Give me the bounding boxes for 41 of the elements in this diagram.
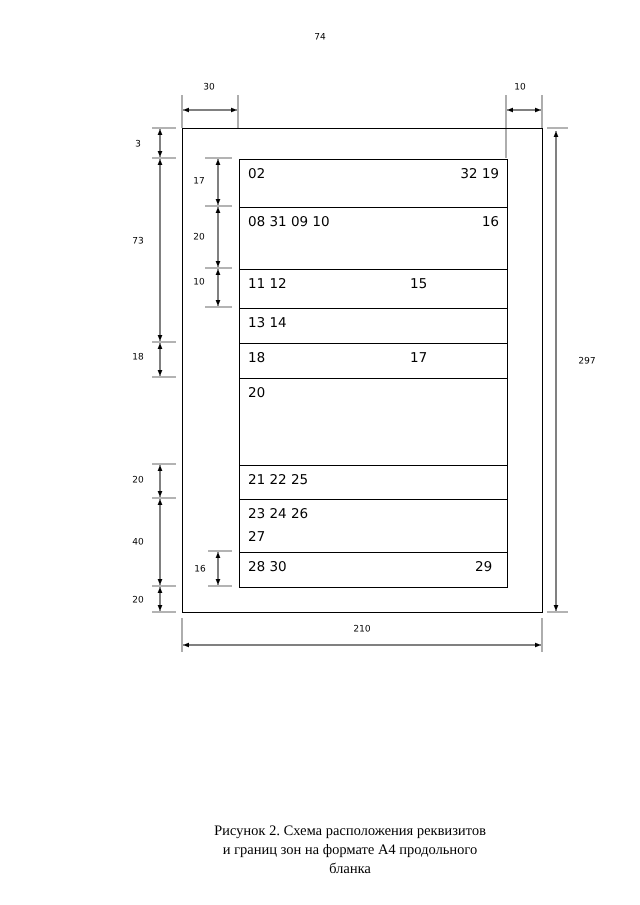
zone-row	[239, 308, 508, 344]
zone-row	[239, 159, 508, 208]
field-numbers: 29	[475, 558, 492, 576]
zone-row	[239, 207, 508, 270]
zone-row	[239, 378, 508, 466]
zone-row	[239, 552, 508, 588]
field-numbers: 08 31 09 10	[248, 213, 330, 231]
dimension-label: 10	[514, 82, 526, 94]
dimension-label: 20	[132, 476, 144, 486]
field-numbers: 21 22 25	[248, 471, 308, 489]
zone-row	[239, 269, 508, 309]
field-numbers: 13 14	[248, 314, 287, 332]
field-numbers: 17	[410, 349, 428, 367]
field-numbers: 23 24 26	[248, 505, 308, 523]
dimension-label: 210	[353, 624, 371, 636]
field-numbers: 18	[248, 349, 266, 367]
dimension-label: 40	[132, 538, 144, 548]
figure-caption: Рисунок 2. Схема расположения реквизитов и границ зон на формате А4 продольного бланка	[213, 822, 487, 879]
dimension-label: 20	[193, 232, 205, 244]
page-outline	[182, 128, 543, 613]
field-numbers: 32 19	[460, 165, 499, 183]
page-number: 74	[314, 32, 326, 44]
field-numbers: 11 12	[248, 275, 287, 293]
dimension-label: 20	[132, 596, 144, 606]
field-numbers: 15	[410, 275, 428, 293]
dimension-label: 30	[203, 82, 215, 94]
zone-row	[239, 343, 508, 379]
dimension-label: 16	[194, 564, 206, 576]
field-numbers: 20	[248, 384, 266, 402]
field-numbers: 28 30	[248, 558, 287, 576]
field-numbers: 02	[248, 165, 266, 183]
dimension-label: 297	[578, 356, 596, 368]
field-numbers: 16	[482, 213, 499, 231]
zone-row	[239, 465, 508, 500]
dimension-label: 18	[132, 352, 144, 364]
dimension-label: 3	[135, 140, 141, 150]
dimension-label: 17	[193, 176, 205, 188]
zone-row	[239, 499, 508, 553]
dimension-label: 73	[132, 236, 144, 248]
field-numbers: 27	[248, 528, 266, 546]
dimension-label: 10	[193, 278, 205, 288]
